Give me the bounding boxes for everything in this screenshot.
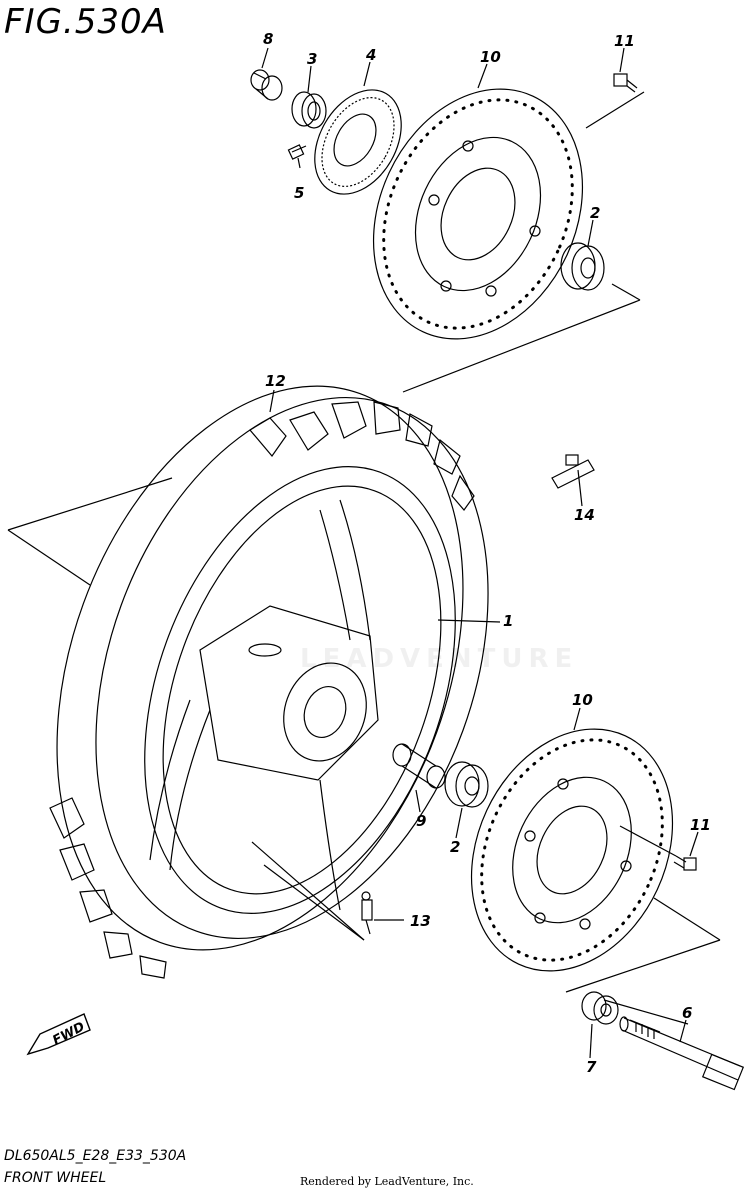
brake-disc-top-part-10 (372, 88, 584, 340)
callout-14: 14 (574, 506, 595, 524)
bearing-top-part-2 (560, 242, 605, 291)
callout-11-bottom: 11 (690, 816, 711, 834)
axle-part-6 (619, 1016, 745, 1091)
wheel-part-1 (144, 466, 456, 914)
callout-2-bottom: 2 (450, 838, 460, 856)
callout-10-top: 10 (480, 48, 501, 66)
footer-figure-name: FRONT WHEEL (4, 1170, 107, 1186)
tire-part-12 (49, 385, 489, 979)
sensor-rotor-part-4 (314, 89, 402, 195)
balance-weight-part-14 (551, 454, 595, 489)
callout-9: 9 (416, 812, 426, 830)
callout-6: 6 (682, 1004, 692, 1022)
callout-8: 8 (263, 30, 273, 48)
disc-bolt-bottom-part-11 (673, 855, 697, 871)
callout-12: 12 (265, 372, 286, 390)
disc-bolt-top-part-11 (613, 73, 638, 93)
callout-2-top: 2 (590, 204, 600, 222)
callout-5: 5 (294, 184, 304, 202)
callout-11-top: 11 (614, 32, 635, 50)
callout-1: 1 (503, 612, 513, 630)
callout-13: 13 (410, 912, 431, 930)
spacer-part-9 (392, 743, 446, 789)
valve-part-13 (361, 891, 373, 935)
collar-part-7 (581, 991, 619, 1025)
figure-title: FIG.530A (4, 2, 167, 42)
watermark-text: LEADVENTURE (300, 644, 579, 674)
oil-seal-part-3 (291, 91, 327, 129)
bearing-bottom-part-2 (444, 761, 489, 808)
brake-disc-bottom-part-10 (470, 728, 674, 972)
collar-part-8 (250, 69, 283, 101)
render-credit: Rendered by LeadVenture, Inc. (300, 1175, 474, 1188)
fwd-arrow-icon: FWD (26, 1013, 91, 1056)
footer-figure-code: DL650AL5_E28_E33_530A (4, 1148, 187, 1164)
callout-10-bottom: 10 (572, 691, 593, 709)
callout-3: 3 (307, 50, 317, 68)
callout-7: 7 (586, 1058, 597, 1076)
callout-4: 4 (365, 46, 376, 64)
screw-part-5 (287, 144, 307, 160)
